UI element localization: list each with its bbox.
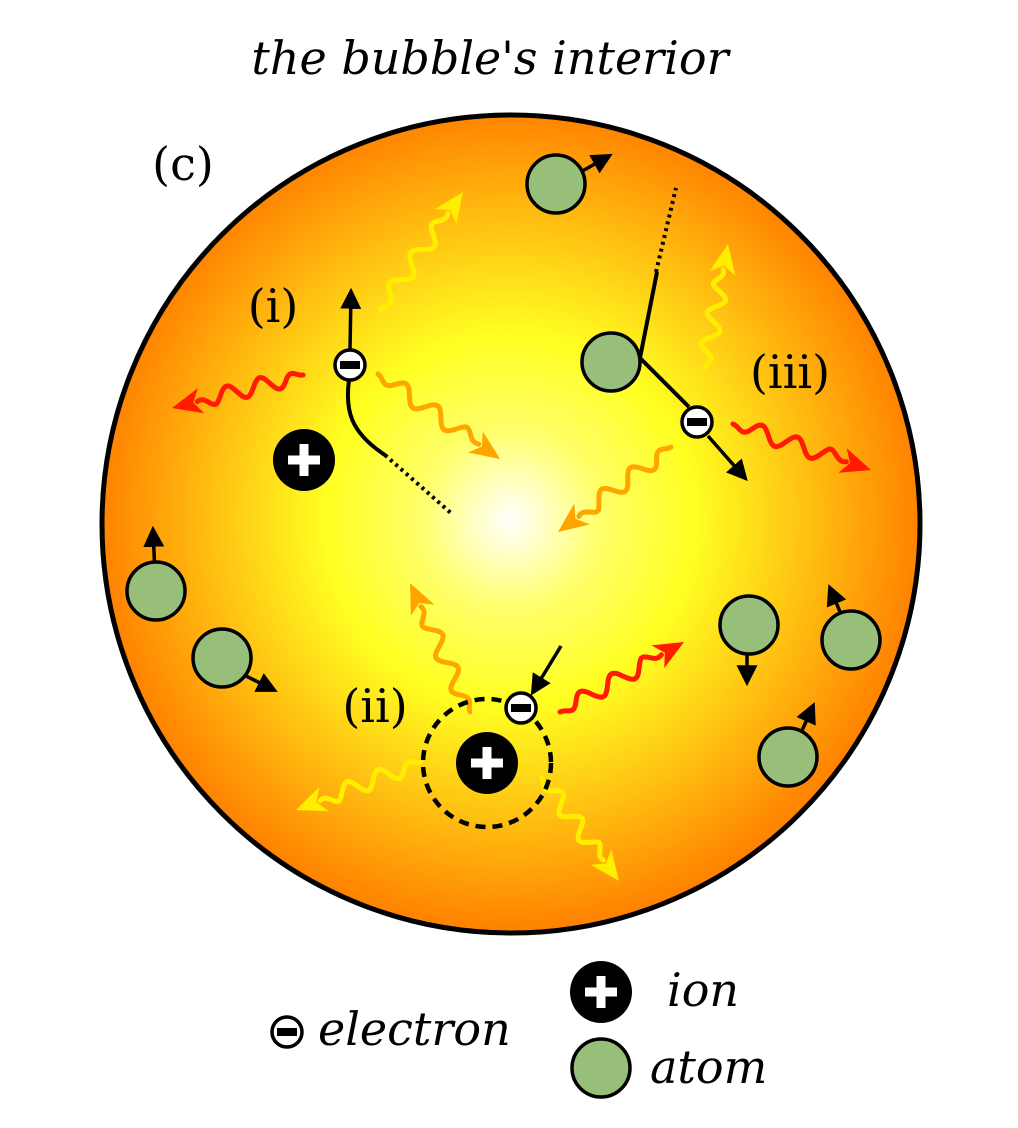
electron-velocity-arrow-iii bbox=[706, 434, 748, 482]
electron-velocity-arrow-ii bbox=[530, 645, 563, 696]
atom bbox=[191, 627, 278, 692]
process-label-iii: (iii) bbox=[750, 345, 830, 399]
photons-layer bbox=[172, 192, 871, 881]
electron-icon bbox=[680, 405, 714, 439]
electron-velocity-arrow-i bbox=[340, 287, 362, 351]
photon-arrow-yellow bbox=[296, 759, 423, 812]
legend-ion: ion bbox=[570, 961, 739, 1023]
legend: electron ion atom bbox=[270, 961, 767, 1099]
atom-icon bbox=[580, 331, 642, 393]
photon-arrow-yellow bbox=[377, 192, 463, 313]
panel-label: (c) bbox=[152, 137, 214, 191]
electron-trajectory-i-dotted bbox=[383, 453, 454, 516]
atom-icon bbox=[570, 1037, 632, 1099]
atom bbox=[820, 584, 882, 671]
electron-trajectory-iii-in bbox=[638, 271, 659, 359]
photon-arrow-red bbox=[557, 642, 684, 715]
ion-icon bbox=[456, 732, 518, 794]
photon-arrow-red bbox=[730, 421, 871, 473]
electron-icon bbox=[333, 348, 367, 382]
bubble bbox=[99, 112, 923, 936]
atom bbox=[525, 153, 613, 215]
legend-atom: atom bbox=[570, 1037, 767, 1099]
electron-icon bbox=[504, 691, 538, 725]
atom bbox=[757, 702, 819, 788]
legend-ion-label: ion bbox=[667, 963, 739, 1017]
electron-icon bbox=[270, 1015, 304, 1049]
process-i: (i) bbox=[248, 279, 454, 516]
atom bbox=[125, 525, 187, 622]
electron-trajectory-i bbox=[345, 379, 387, 457]
process-label-ii: (ii) bbox=[342, 679, 407, 733]
photon-arrow-red bbox=[172, 370, 306, 414]
photon-arrow-yellow bbox=[539, 775, 619, 881]
diagram-title: the bubble's interior bbox=[251, 31, 731, 85]
photon-arrow-orange bbox=[558, 444, 674, 532]
ion-icon bbox=[570, 961, 632, 1023]
process-iii: (iii) bbox=[580, 187, 830, 482]
legend-electron: electron bbox=[270, 1002, 511, 1056]
photon-arrow-orange bbox=[410, 583, 473, 715]
process-label-i: (i) bbox=[248, 279, 299, 333]
electron-trajectory-iii-out bbox=[638, 356, 691, 409]
free-atoms bbox=[125, 153, 882, 788]
atom bbox=[718, 594, 780, 687]
photon-arrow-orange bbox=[375, 371, 500, 459]
process-ii: (ii) bbox=[342, 645, 563, 830]
legend-electron-label: electron bbox=[318, 1002, 511, 1056]
ion-icon bbox=[273, 429, 335, 491]
recombination-orbit bbox=[420, 696, 554, 830]
electron-trajectory-iii-dotted bbox=[654, 187, 678, 273]
photon-arrow-yellow bbox=[698, 244, 736, 371]
legend-atom-label: atom bbox=[650, 1040, 767, 1094]
